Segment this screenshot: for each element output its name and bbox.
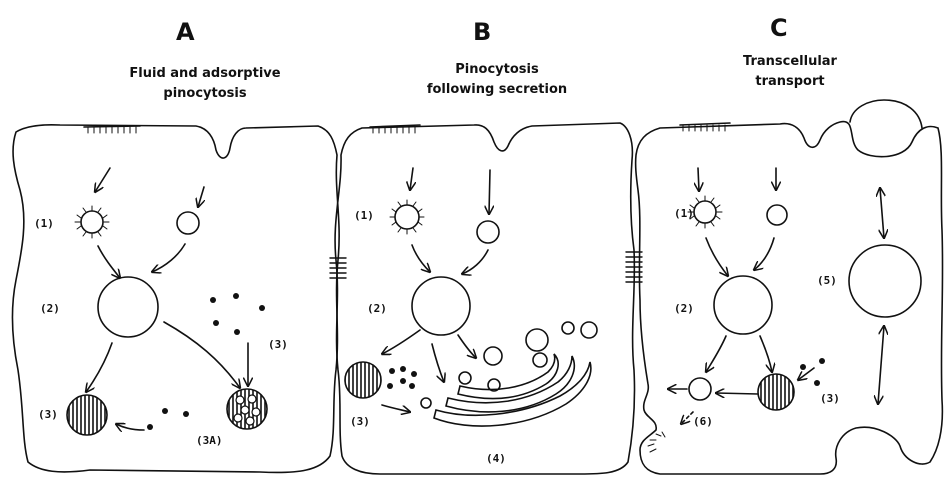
label-c2: (2)	[674, 302, 694, 315]
cell-b-secretory-vesicle	[526, 329, 548, 351]
cell-b-small-vesicle	[421, 398, 431, 408]
label-a3-left: (3)	[38, 408, 58, 421]
cell-c-coated-surface	[680, 123, 730, 125]
cell-c-apical-pouch	[850, 100, 922, 128]
cell-c-arrow-dashed	[681, 412, 693, 424]
cell-a-membrane	[12, 125, 339, 473]
label-b1: (1)	[354, 209, 374, 222]
cell-a-coated-vesicle-bristles	[75, 206, 109, 238]
cell-a-arrow-to-lysosome	[86, 343, 112, 392]
cell-a-arrow-to-endosome-right	[152, 244, 185, 272]
cell-b-arrow-to-golgi	[458, 335, 476, 358]
cell-b-arrow-to-endosome-left	[412, 245, 430, 272]
label-c1: (1)	[674, 207, 694, 220]
cell-c-lysosome	[758, 374, 794, 410]
cell-a-lysosome	[67, 395, 107, 435]
cell-a-arrow-to-endosome-left	[98, 246, 120, 278]
cell-c-smooth-vesicle	[767, 205, 787, 225]
cell-c-arrow-to-endosome-right	[754, 238, 774, 270]
cell-c-arrow-to-endosome-left	[706, 238, 728, 276]
cell-c-transcytotic-vesicle	[849, 245, 921, 317]
cell-c-coated-vesicle	[694, 201, 716, 223]
cell-c-arrow-coated-down	[698, 168, 699, 191]
cell-b-arrow-to-endosome-right	[462, 250, 488, 274]
cell-b-lysosome	[345, 362, 381, 398]
cell-b-arrow-coated-down	[410, 168, 413, 190]
cell-b-smooth-vesicle	[477, 221, 499, 243]
label-a2: (2)	[40, 302, 60, 315]
cell-b-arrow-down	[432, 344, 444, 382]
cell-a-arrow-to-lysosome-left	[116, 424, 144, 430]
cell-b-arrow-smooth-down	[489, 170, 490, 214]
label-a3A: (3A)	[196, 434, 223, 447]
cell-c-membrane	[636, 122, 943, 474]
cell-c-arrow-lysosome-to-6	[716, 393, 758, 394]
cell-a-coated-bristles	[88, 127, 136, 133]
cell-a-arrow-to-3A	[164, 322, 240, 388]
cell-a-arrow-smooth-down	[198, 187, 204, 207]
cell-c-endosome	[714, 276, 772, 334]
cell-b-arrow-3-to-golgi	[382, 405, 410, 412]
cell-c-arrow-up-double	[880, 188, 884, 238]
cell-b-endosome	[412, 277, 470, 335]
label-b4: (4)	[486, 452, 506, 465]
cell-c-vesicle-6	[689, 378, 711, 400]
cell-b-secretory-vesicle	[581, 322, 597, 338]
cell-b-membrane	[335, 123, 634, 474]
label-c3: (3)	[820, 392, 840, 405]
label-c5: (5)	[817, 274, 837, 287]
cell-a-endosome	[98, 277, 158, 337]
cell-c-arrow-particles	[798, 368, 814, 380]
cell-a-arrow-coated-down	[95, 168, 110, 192]
label-a3-right: (3)	[268, 338, 288, 351]
label-c6: (6)	[693, 415, 713, 428]
cell-b-secretory-vesicle	[562, 322, 574, 334]
cell-b-secretory-vesicle	[484, 347, 502, 365]
cell-a-smooth-vesicle	[177, 212, 199, 234]
cell-b-coated-vesicle	[395, 205, 419, 229]
cell-b-arrow-to-lysosome	[382, 330, 420, 354]
label-b2: (2)	[367, 302, 387, 315]
label-a1: (1)	[34, 217, 54, 230]
cell-c-arrow-down-double	[878, 326, 884, 404]
cell-b-coated-vesicle-bristles	[390, 200, 424, 234]
cell-a-coated-vesicle	[81, 211, 103, 233]
cell-c-arrow-to-lysosome	[760, 336, 772, 372]
cell-b-secretory-vesicle	[459, 372, 471, 384]
cell-b-golgi-stack	[434, 354, 591, 426]
label-b3: (3)	[350, 415, 370, 428]
cell-c-arrow-to-vesicle-6	[706, 336, 726, 372]
cell-b-secretory-vesicle	[533, 353, 547, 367]
